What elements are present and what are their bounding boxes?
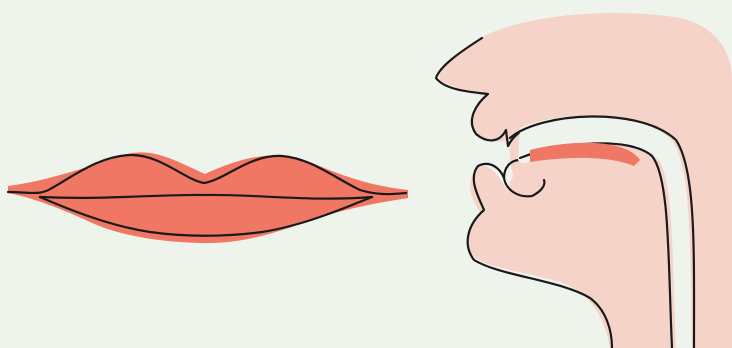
articulation-diagram xyxy=(0,0,732,348)
